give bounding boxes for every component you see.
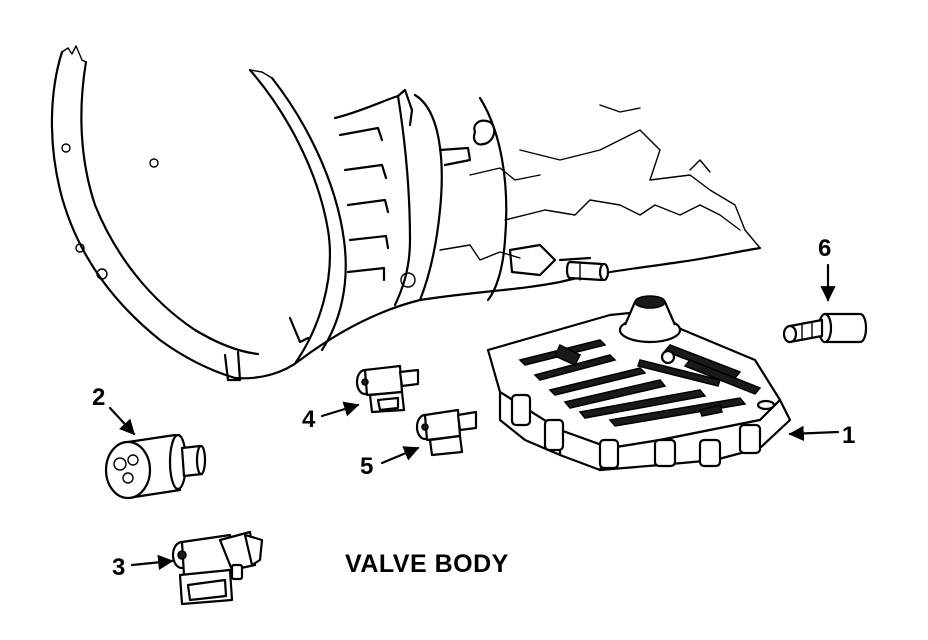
arrow-2 <box>108 406 136 436</box>
part-5-solenoid <box>415 408 478 457</box>
arrow-4 <box>320 401 360 418</box>
part-3-solenoid <box>171 530 264 606</box>
diagram-title: VALVE BODY <box>345 550 509 578</box>
part-6-sensor <box>782 312 868 344</box>
leader-arrows <box>108 263 840 571</box>
arrow-5 <box>380 446 420 465</box>
part-1-valve-body <box>486 295 792 472</box>
callout-3: 3 <box>112 554 125 581</box>
transmission-housing <box>50 45 762 382</box>
callout-labels: 1 2 3 4 5 6 <box>92 235 855 581</box>
callout-1: 1 <box>842 422 855 449</box>
callout-5: 5 <box>360 453 373 480</box>
arrow-1 <box>788 425 840 442</box>
part-4-solenoid <box>355 364 420 414</box>
callout-4: 4 <box>302 406 316 433</box>
callout-6: 6 <box>818 235 831 262</box>
callout-2: 2 <box>92 384 105 411</box>
arrow-3 <box>130 554 174 571</box>
part-2-solenoid <box>104 433 207 500</box>
